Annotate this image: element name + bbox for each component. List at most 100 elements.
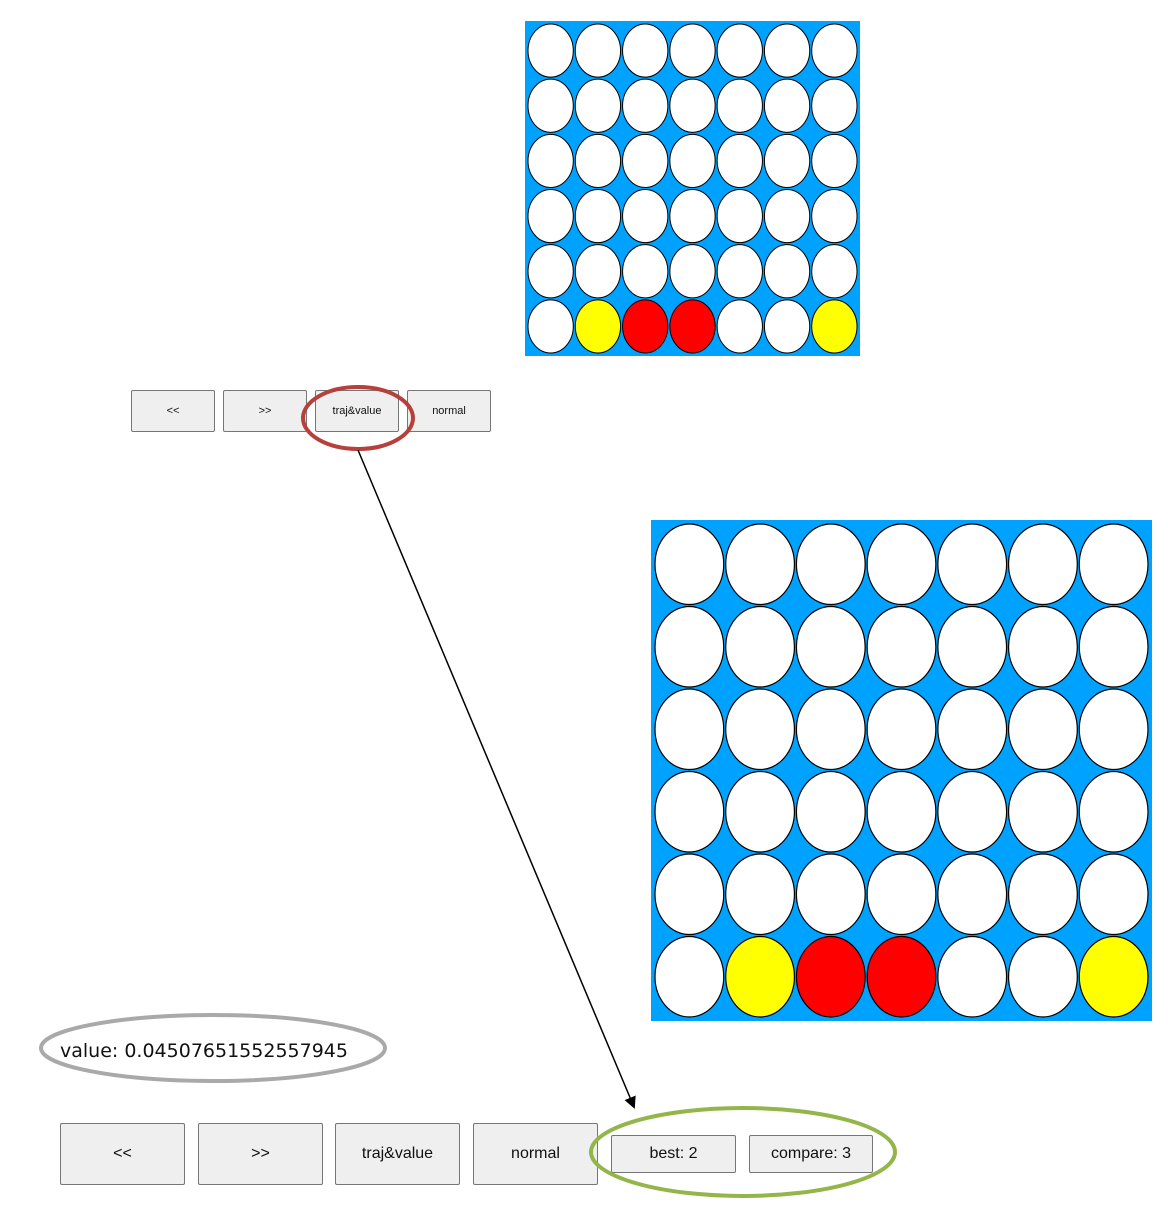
small-cell-empty[interactable] bbox=[574, 23, 622, 78]
large-cell-empty[interactable] bbox=[937, 688, 1008, 771]
traj-value-button[interactable]: traj&value bbox=[315, 390, 399, 432]
small-cell-yellow[interactable] bbox=[574, 299, 622, 354]
compare-button[interactable]: compare: 3 bbox=[749, 1135, 873, 1173]
normal-button[interactable]: normal bbox=[407, 390, 491, 432]
large-cell-empty[interactable] bbox=[725, 770, 796, 853]
large-cell-empty[interactable] bbox=[937, 853, 1008, 936]
small-cell-yellow[interactable] bbox=[811, 299, 858, 354]
large-cell-yellow[interactable] bbox=[1078, 935, 1149, 1018]
small-cell-empty[interactable] bbox=[716, 23, 763, 78]
large-cell-empty[interactable] bbox=[866, 523, 937, 606]
large-cell-empty[interactable] bbox=[1078, 523, 1149, 606]
large-cell-empty[interactable] bbox=[795, 605, 866, 688]
small-cell-empty[interactable] bbox=[527, 299, 574, 354]
large-cell-empty[interactable] bbox=[937, 770, 1008, 853]
large-cell-yellow[interactable] bbox=[725, 935, 796, 1018]
large-cell-empty[interactable] bbox=[725, 605, 796, 688]
small-cell-empty[interactable] bbox=[669, 78, 716, 133]
small-cell-empty[interactable] bbox=[527, 189, 574, 244]
large-cell-empty[interactable] bbox=[654, 853, 725, 936]
small-cell-empty[interactable] bbox=[763, 299, 811, 354]
large-cell-empty[interactable] bbox=[1078, 605, 1149, 688]
next-button[interactable]: >> bbox=[223, 390, 307, 432]
traj-arrow bbox=[357, 449, 636, 1109]
small-cell-empty[interactable] bbox=[763, 244, 811, 299]
large-cell-empty[interactable] bbox=[725, 523, 796, 606]
small-cell-empty[interactable] bbox=[574, 189, 622, 244]
small-cell-empty[interactable] bbox=[811, 244, 858, 299]
large-cell-empty[interactable] bbox=[654, 935, 725, 1018]
small-cell-red[interactable] bbox=[669, 299, 716, 354]
large-cell-empty[interactable] bbox=[654, 770, 725, 853]
large-cell-empty[interactable] bbox=[1007, 605, 1078, 688]
small-cell-empty[interactable] bbox=[527, 244, 574, 299]
large-cell-red[interactable] bbox=[795, 935, 866, 1018]
large-cell-empty[interactable] bbox=[866, 853, 937, 936]
board-small bbox=[525, 21, 860, 356]
large-cell-empty[interactable] bbox=[795, 523, 866, 606]
prev-button[interactable]: << bbox=[131, 390, 215, 432]
large-cell-empty[interactable] bbox=[654, 688, 725, 771]
board-large bbox=[651, 520, 1152, 1021]
small-cell-empty[interactable] bbox=[622, 133, 669, 189]
small-cell-empty[interactable] bbox=[811, 189, 858, 244]
small-cell-empty[interactable] bbox=[669, 189, 716, 244]
small-cell-empty[interactable] bbox=[763, 189, 811, 244]
large-cell-empty[interactable] bbox=[1078, 853, 1149, 936]
large-cell-empty[interactable] bbox=[1078, 770, 1149, 853]
small-cell-empty[interactable] bbox=[622, 244, 669, 299]
large-cell-empty[interactable] bbox=[654, 605, 725, 688]
small-cell-empty[interactable] bbox=[669, 244, 716, 299]
large-cell-empty[interactable] bbox=[1007, 770, 1078, 853]
small-cell-empty[interactable] bbox=[527, 133, 574, 189]
large-cell-empty[interactable] bbox=[1007, 523, 1078, 606]
small-cell-empty[interactable] bbox=[527, 23, 574, 78]
small-cell-empty[interactable] bbox=[763, 23, 811, 78]
traj-value-button-large[interactable]: traj&value bbox=[335, 1123, 460, 1185]
small-cell-red[interactable] bbox=[622, 299, 669, 354]
board-small-grid bbox=[527, 23, 858, 354]
small-cell-empty[interactable] bbox=[669, 133, 716, 189]
small-cell-empty[interactable] bbox=[811, 133, 858, 189]
small-cell-empty[interactable] bbox=[574, 133, 622, 189]
large-cell-empty[interactable] bbox=[866, 688, 937, 771]
board-large-grid bbox=[654, 523, 1149, 1018]
large-cell-empty[interactable] bbox=[866, 770, 937, 853]
large-cell-empty[interactable] bbox=[1078, 688, 1149, 771]
large-cell-empty[interactable] bbox=[795, 688, 866, 771]
small-cell-empty[interactable] bbox=[622, 189, 669, 244]
large-cell-empty[interactable] bbox=[795, 770, 866, 853]
small-cell-empty[interactable] bbox=[527, 78, 574, 133]
small-cell-empty[interactable] bbox=[763, 133, 811, 189]
large-cell-empty[interactable] bbox=[654, 523, 725, 606]
value-readout: value: 0.04507651552557945 bbox=[60, 1040, 348, 1062]
large-cell-empty[interactable] bbox=[937, 605, 1008, 688]
large-cell-empty[interactable] bbox=[866, 605, 937, 688]
normal-button-large[interactable]: normal bbox=[473, 1123, 598, 1185]
best-button[interactable]: best: 2 bbox=[611, 1135, 736, 1173]
next-button-large[interactable]: >> bbox=[198, 1123, 323, 1185]
large-cell-empty[interactable] bbox=[1007, 935, 1078, 1018]
large-cell-empty[interactable] bbox=[725, 688, 796, 771]
small-cell-empty[interactable] bbox=[716, 189, 763, 244]
small-cell-empty[interactable] bbox=[763, 78, 811, 133]
prev-button-large[interactable]: << bbox=[60, 1123, 185, 1185]
large-cell-empty[interactable] bbox=[1007, 853, 1078, 936]
large-cell-empty[interactable] bbox=[937, 935, 1008, 1018]
large-cell-empty[interactable] bbox=[1007, 688, 1078, 771]
small-cell-empty[interactable] bbox=[811, 78, 858, 133]
small-cell-empty[interactable] bbox=[574, 244, 622, 299]
large-cell-red[interactable] bbox=[866, 935, 937, 1018]
small-cell-empty[interactable] bbox=[574, 78, 622, 133]
large-cell-empty[interactable] bbox=[795, 853, 866, 936]
small-cell-empty[interactable] bbox=[811, 23, 858, 78]
small-cell-empty[interactable] bbox=[716, 244, 763, 299]
small-cell-empty[interactable] bbox=[622, 78, 669, 133]
small-cell-empty[interactable] bbox=[669, 23, 716, 78]
large-cell-empty[interactable] bbox=[725, 853, 796, 936]
small-cell-empty[interactable] bbox=[716, 78, 763, 133]
small-cell-empty[interactable] bbox=[622, 23, 669, 78]
small-cell-empty[interactable] bbox=[716, 133, 763, 189]
large-cell-empty[interactable] bbox=[937, 523, 1008, 606]
small-cell-empty[interactable] bbox=[716, 299, 763, 354]
